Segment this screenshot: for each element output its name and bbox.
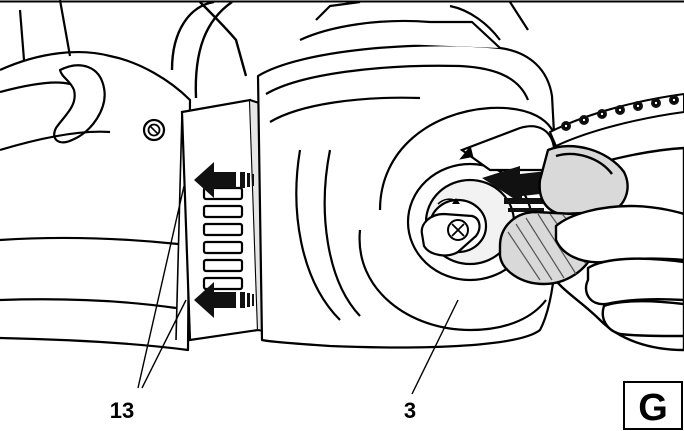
cover-release-arrow-icon — [482, 166, 558, 212]
handle-screw-icon — [142, 118, 166, 142]
airflow-arrow-upper-icon — [194, 162, 254, 198]
rear-handle-body — [0, 0, 192, 352]
saw-chain — [548, 92, 684, 148]
callout-leaders — [137, 185, 459, 395]
gloved-hand — [498, 144, 684, 352]
callout-label-cover: 3 — [404, 398, 416, 423]
callout-label-vent: 13 — [110, 398, 134, 423]
airflow-arrow-lower-icon — [194, 282, 254, 318]
figure-letter: G — [638, 387, 668, 429]
vent-panel — [175, 98, 270, 342]
chain-sprocket-nut-icon — [420, 198, 481, 257]
figure-letter-box: G — [623, 381, 683, 430]
top-handle-loop — [170, 0, 248, 99]
